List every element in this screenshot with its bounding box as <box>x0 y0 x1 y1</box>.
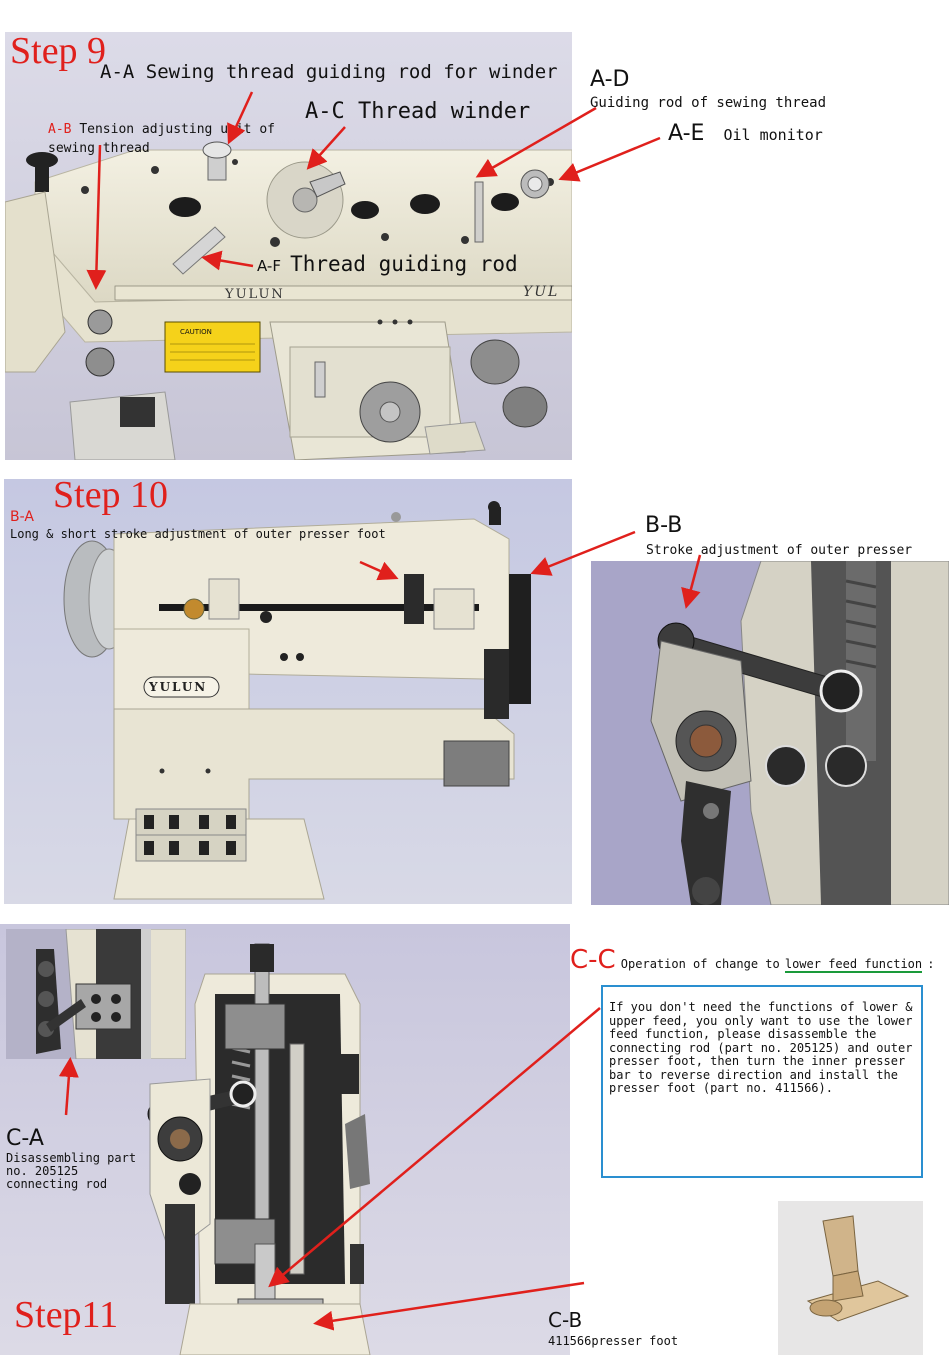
aa-code: A-A <box>100 61 135 83</box>
caution-label: CAUTION <box>180 328 212 336</box>
step10-photo-closeup <box>591 561 949 905</box>
step10-title: Step 10 <box>53 474 169 516</box>
cb-text: 411566presser foot <box>548 1334 679 1348</box>
step11-title: Step11 <box>14 1294 119 1336</box>
ca-text-3: connecting rod <box>6 1177 108 1191</box>
ba-code: B-A <box>10 509 34 525</box>
af-code: A-F <box>257 257 281 275</box>
step11-photo-inset <box>6 929 186 1059</box>
arrow-ae <box>558 136 661 182</box>
step9-title: Step 9 <box>10 30 107 72</box>
ab-text-1: Tension adjusting unit of <box>79 122 275 137</box>
cc-note-text: If you don't need the functions of lower… <box>609 1000 913 1095</box>
yulun-logo-step9: YULUN <box>225 287 285 302</box>
cb-code: C-B <box>548 1308 583 1332</box>
ad-text: Guiding rod of sewing thread <box>590 95 827 111</box>
cc-text-link: lower feed function <box>784 957 923 973</box>
bb-code: B-B <box>645 513 683 538</box>
cc-label: C-C Operation of change to lower feed fu… <box>570 946 934 975</box>
ca-code: C-A <box>6 1126 44 1151</box>
ca-text-1: Disassembling part <box>6 1151 137 1165</box>
ae-label: A-E Oil monitor <box>668 121 823 146</box>
bb-text: Stroke adjustment of outer presser <box>646 543 913 558</box>
ca-text-2: no. 205125 <box>6 1164 79 1178</box>
ad-code: A-D <box>590 67 630 92</box>
cc-note-box: If you don't need the functions of lower… <box>601 985 923 1178</box>
step9-photo: CAUTION YULUN YUL <box>5 32 572 460</box>
ba-text: Long & short stroke adjustment of outer … <box>10 527 386 541</box>
ac-text: Thread winder <box>358 99 531 124</box>
ae-text: Oil monitor <box>723 126 823 144</box>
af-text: Thread guiding rod <box>290 252 518 276</box>
cc-text-before: Operation of change to <box>620 957 780 971</box>
aa-text: Sewing thread guiding rod for winder <box>145 61 558 83</box>
ac-code: A-C <box>305 99 345 124</box>
aa-label: A-A Sewing thread guiding rod for winder <box>100 62 558 83</box>
ae-code: A-E <box>668 121 705 146</box>
cb-text-value: 411566presser foot <box>548 1334 679 1348</box>
yulun-badge-step10: YULUN <box>149 680 208 694</box>
ab-text-2: sewing thread <box>48 141 150 156</box>
cc-code: C-C <box>570 945 616 975</box>
ac-label: A-C Thread winder <box>305 99 531 124</box>
cc-text-after: : <box>927 957 935 971</box>
step10-photo-main: YULUN <box>4 479 572 904</box>
ab-label: A-B Tension adjusting unit of <box>48 122 275 137</box>
presser-foot-photo <box>778 1201 923 1355</box>
af-label: A-F Thread guiding rod <box>257 252 518 276</box>
ab-code: A-B <box>48 122 72 137</box>
yulun-logo-partial-step9: YUL <box>523 284 560 300</box>
